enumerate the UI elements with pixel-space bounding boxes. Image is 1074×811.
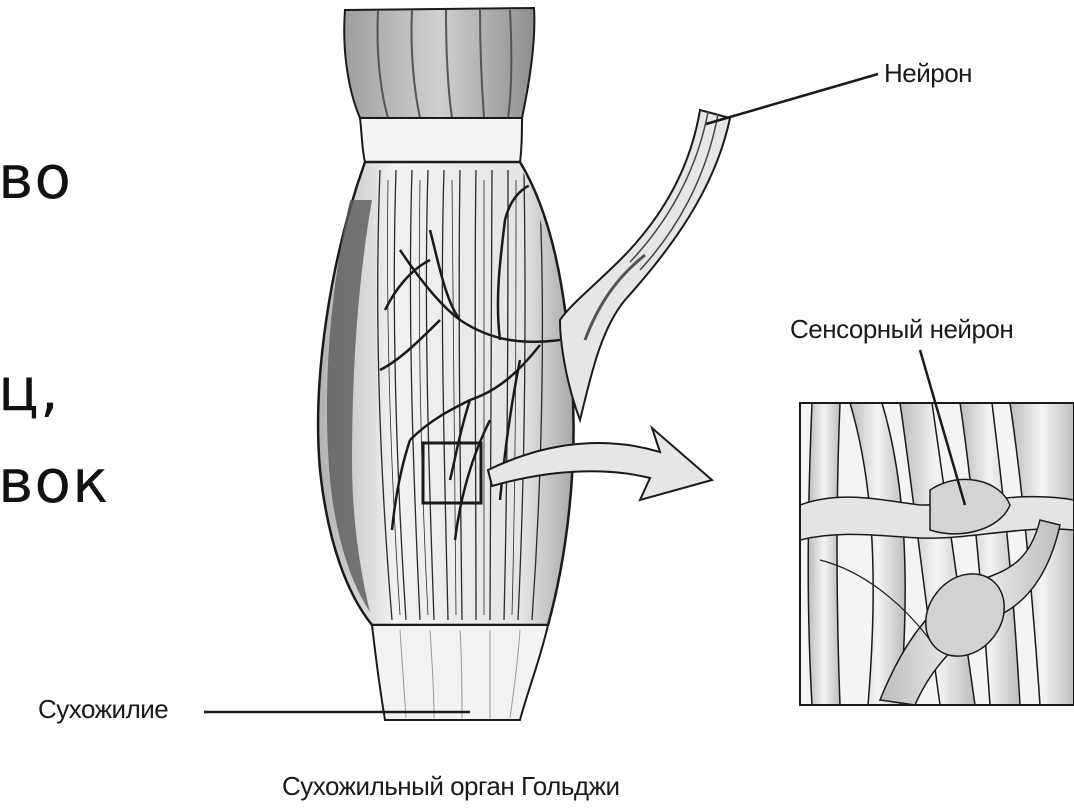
diagram-caption: Сухожильный орган Гольджи — [282, 771, 619, 802]
tendon-label: Сухожилие — [38, 694, 168, 725]
neuron-nerve — [560, 110, 730, 420]
muscle-bundle — [344, 8, 534, 162]
neuron-label: Нейрон — [884, 58, 972, 89]
neuron-leader-line — [706, 74, 878, 124]
magnified-inset — [800, 403, 1074, 705]
sensory-neuron-label: Сенсорный нейрон — [790, 314, 1013, 345]
tendon — [372, 625, 548, 720]
